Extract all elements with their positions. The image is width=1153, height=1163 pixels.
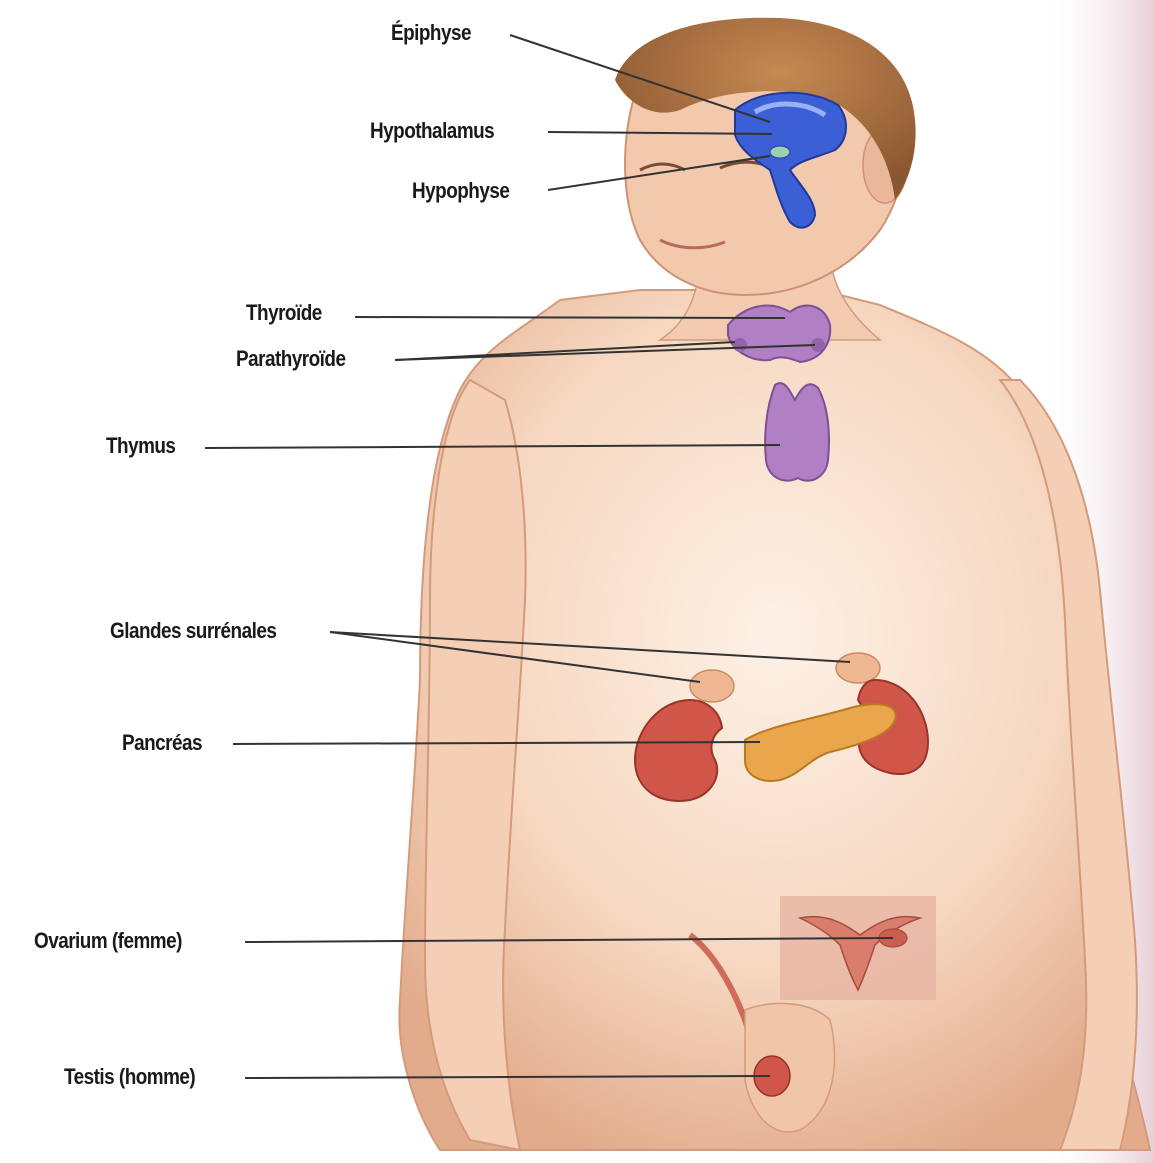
label-thymus: Thymus	[106, 435, 175, 457]
label-pancreas: Pancréas	[122, 732, 202, 754]
label-epiphyse: Épiphyse	[391, 22, 471, 44]
label-thyroide: Thyroïde	[246, 302, 322, 324]
adrenal-left	[690, 670, 734, 702]
thymus-gland	[765, 383, 829, 481]
parathyroid-1	[733, 338, 747, 352]
adrenal-right	[836, 653, 880, 683]
label-hypophyse: Hypophyse	[412, 180, 509, 202]
line-thyroide	[355, 317, 785, 318]
label-testis: Testis (homme)	[64, 1066, 195, 1088]
label-surrenales: Glandes surrénales	[110, 620, 276, 642]
thyroid-gland	[728, 306, 830, 362]
label-parathyroide: Parathyroïde	[236, 348, 345, 370]
label-ovarium: Ovarium (femme)	[34, 930, 182, 952]
label-hypothalamus: Hypothalamus	[370, 120, 494, 142]
pituitary	[770, 146, 790, 158]
